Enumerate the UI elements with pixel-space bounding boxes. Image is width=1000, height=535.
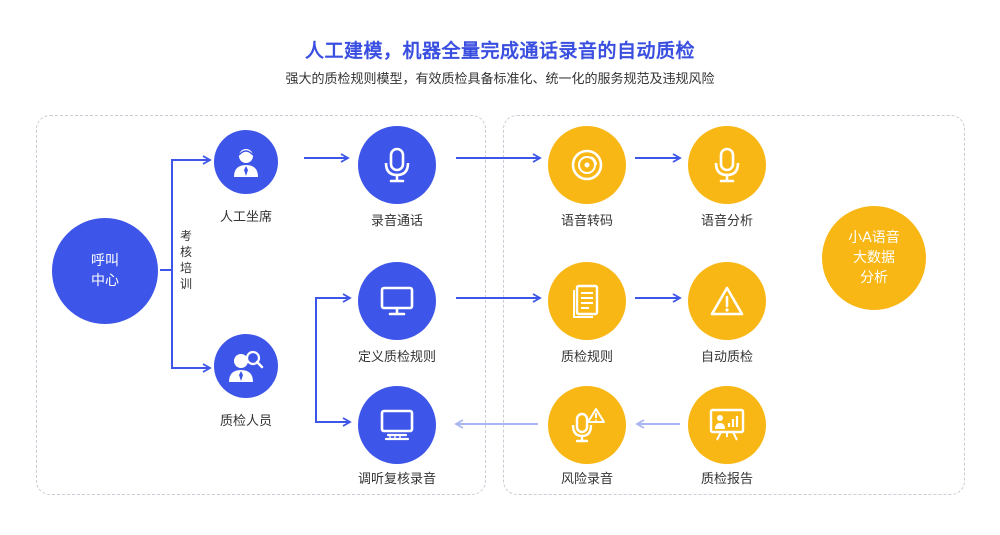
connector-inspector-define [315,293,352,372]
presentation-chart-icon [709,408,745,441]
call-center-node: 呼叫 中心 [52,218,158,324]
branch-label: 考核培训 [179,229,192,291]
big-data-line2: 大数据 [853,250,895,266]
record-call-node [358,126,436,204]
voice-analysis-label: 语音分析 [700,214,753,229]
left-panel [36,115,486,495]
agent-label: 人工坐席 [219,210,272,225]
call-center-line2: 中心 [91,273,119,289]
voice-analysis-node [688,126,766,204]
inspector-label: 质检人员 [219,414,272,429]
big-data-line3: 分析 [860,270,888,286]
define-rules-label: 定义质检规则 [357,350,436,365]
right-panel [503,115,965,495]
connector-inspector-review [315,372,352,427]
monitor-icon [380,286,414,316]
auto-qc-label: 自动质检 [700,350,753,365]
connector-callcenter-agent [160,155,212,271]
microphone-icon [384,147,410,183]
monitor-keyboard-icon [380,409,414,441]
qc-rules-label: 质检规则 [560,350,613,365]
disc-transcode-icon [571,149,603,181]
record-call-label: 录音通话 [370,214,423,229]
risk-recording-node [548,386,626,464]
inspector-node [214,334,278,398]
transcode-node [548,126,626,204]
page-title: 人工建模，机器全量完成通话录音的自动质检 [304,40,695,62]
transcode-label: 语音转码 [560,214,613,229]
microphone-icon [714,147,740,183]
auto-qc-node [688,262,766,340]
review-recording-label: 调听复核录音 [357,472,436,487]
document-icon [573,284,599,318]
qc-report-label: 质检报告 [700,472,753,487]
person-magnifier-icon [229,350,264,382]
big-data-line1: 小A语音 [848,230,900,246]
qc-rules-node [548,262,626,340]
big-data-node: 小A语音 大数据 分析 [822,206,926,310]
call-center-line1: 呼叫 [91,253,119,269]
warning-triangle-icon [710,286,744,316]
qc-report-node [688,386,766,464]
risk-recording-label: 风险录音 [560,472,613,487]
agent-person-icon [234,149,258,177]
mic-alert-icon [571,408,605,443]
page-subtitle: 强大的质检规则模型，有效质检具备标准化、统一化的服务规范及违规风险 [285,72,715,87]
define-rules-node [358,262,436,340]
review-recording-node [358,386,436,464]
connector-callcenter-inspector [171,270,212,373]
agent-node [214,130,278,194]
